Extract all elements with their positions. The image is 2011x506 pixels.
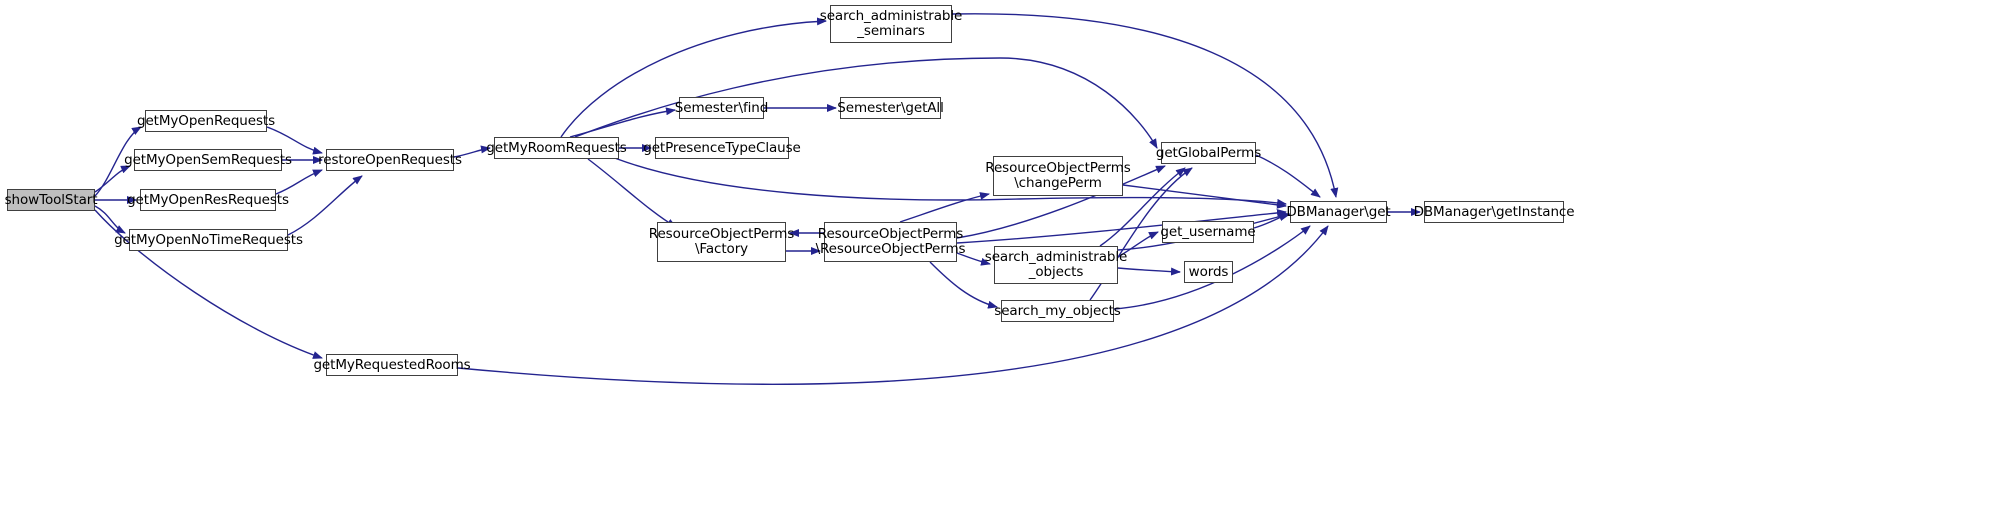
edge-getMyOpenResRequests-restoreOpenRequests [275, 169, 323, 195]
node-label: DBManager\get [1286, 203, 1391, 220]
edge-ResourceObjectPerms_ResourceObjectPerms-ResourceObjectPerms_changePerm [899, 192, 990, 223]
node-label: ResourceObjectPerms \changePerm [985, 160, 1131, 191]
edge-getMyOpenNoTimeRequests-restoreOpenRequests [287, 175, 363, 236]
edge-getGlobalPerms-DBManager_get [1255, 154, 1321, 198]
node-label: getMyRoomRequests [486, 139, 627, 156]
node-label: Semester\getAll [837, 99, 944, 116]
node-label: search_my_objects [994, 302, 1121, 319]
node-get-username[interactable]: get_username [1160, 221, 1256, 243]
node-DBManager-getInstance[interactable]: DBManager\getInstance [1414, 201, 1575, 223]
node-getMyOpenRequests[interactable]: getMyOpenRequests [137, 110, 275, 132]
node-label: ResourceObjectPerms \Factory [648, 226, 795, 257]
node-words[interactable]: words [1184, 261, 1233, 283]
edge-ResourceObjectPerms_changePerm-DBManager_get [1122, 184, 1287, 209]
node-ResourceObjectPerms-ResourceObjectPerms[interactable]: ResourceObjectPerms \ResourceObjectPerms [816, 222, 966, 262]
node-label: DBManager\getInstance [1413, 203, 1575, 220]
node-label: words [1188, 263, 1229, 280]
node-Semester-getAll[interactable]: Semester\getAll [837, 97, 944, 119]
node-ResourceObjectPerms-changePerm[interactable]: ResourceObjectPerms \changePerm [985, 156, 1131, 196]
node-getMyRequestedRooms[interactable]: getMyRequestedRooms [313, 354, 471, 376]
node-getPresenceTypeClause[interactable]: getPresenceTypeClause [643, 137, 801, 159]
node-label: search_administrable _seminars [819, 8, 963, 39]
node-getGlobalPerms[interactable]: getGlobalPerms [1156, 142, 1261, 164]
node-search-administrable-objects[interactable]: search_administrable _objects [985, 246, 1127, 284]
node-label: ResourceObjectPerms \ResourceObjectPerms [815, 226, 966, 257]
node-showToolStart[interactable]: showToolStart [4, 189, 98, 211]
node-search-administrable-seminars[interactable]: search_administrable _seminars [820, 5, 962, 43]
node-restoreOpenRequests[interactable]: restoreOpenRequests [318, 149, 462, 171]
node-label: search_administrable _objects [984, 249, 1128, 280]
node-label: showToolStart [4, 191, 98, 208]
node-search-my-objects[interactable]: search_my_objects [994, 300, 1121, 322]
node-label: get_username [1160, 223, 1256, 240]
node-label: getPresenceTypeClause [643, 139, 801, 156]
node-DBManager-get[interactable]: DBManager\get [1286, 201, 1391, 223]
node-getMyOpenResRequests[interactable]: getMyOpenResRequests [127, 189, 289, 211]
edge-getMyRoomRequests-ResourceObjectPerms_Factory [587, 158, 677, 228]
node-label: getMyOpenSemRequests [124, 151, 292, 168]
node-getMyOpenNoTimeRequests[interactable]: getMyOpenNoTimeRequests [114, 229, 303, 251]
node-label: restoreOpenRequests [318, 151, 462, 168]
edge-showToolStart-getMyOpenNoTimeRequests [94, 205, 126, 234]
node-label: getMyOpenRequests [136, 112, 276, 129]
edge-showToolStart-getMyOpenSemRequests [94, 165, 131, 193]
node-label: getMyRequestedRooms [313, 356, 471, 373]
node-label: getMyOpenResRequests [127, 191, 289, 208]
node-ResourceObjectPerms-Factory[interactable]: ResourceObjectPerms \Factory [649, 222, 794, 262]
node-getMyRoomRequests[interactable]: getMyRoomRequests [486, 137, 627, 159]
node-label: getMyOpenNoTimeRequests [114, 231, 303, 248]
node-Semester-find[interactable]: Semester\find [675, 97, 768, 119]
node-getMyOpenSemRequests[interactable]: getMyOpenSemRequests [124, 149, 292, 171]
edge-get_username-DBManager_get [1253, 213, 1289, 229]
edge-getMyRoomRequests-search_administrable_seminars [560, 17, 827, 138]
edge-getMyRoomRequests-Semester_find [569, 107, 676, 138]
node-label: Semester\find [674, 99, 769, 116]
node-label: getGlobalPerms [1155, 144, 1262, 161]
edge-search_administrable_objects-words [1117, 267, 1181, 276]
